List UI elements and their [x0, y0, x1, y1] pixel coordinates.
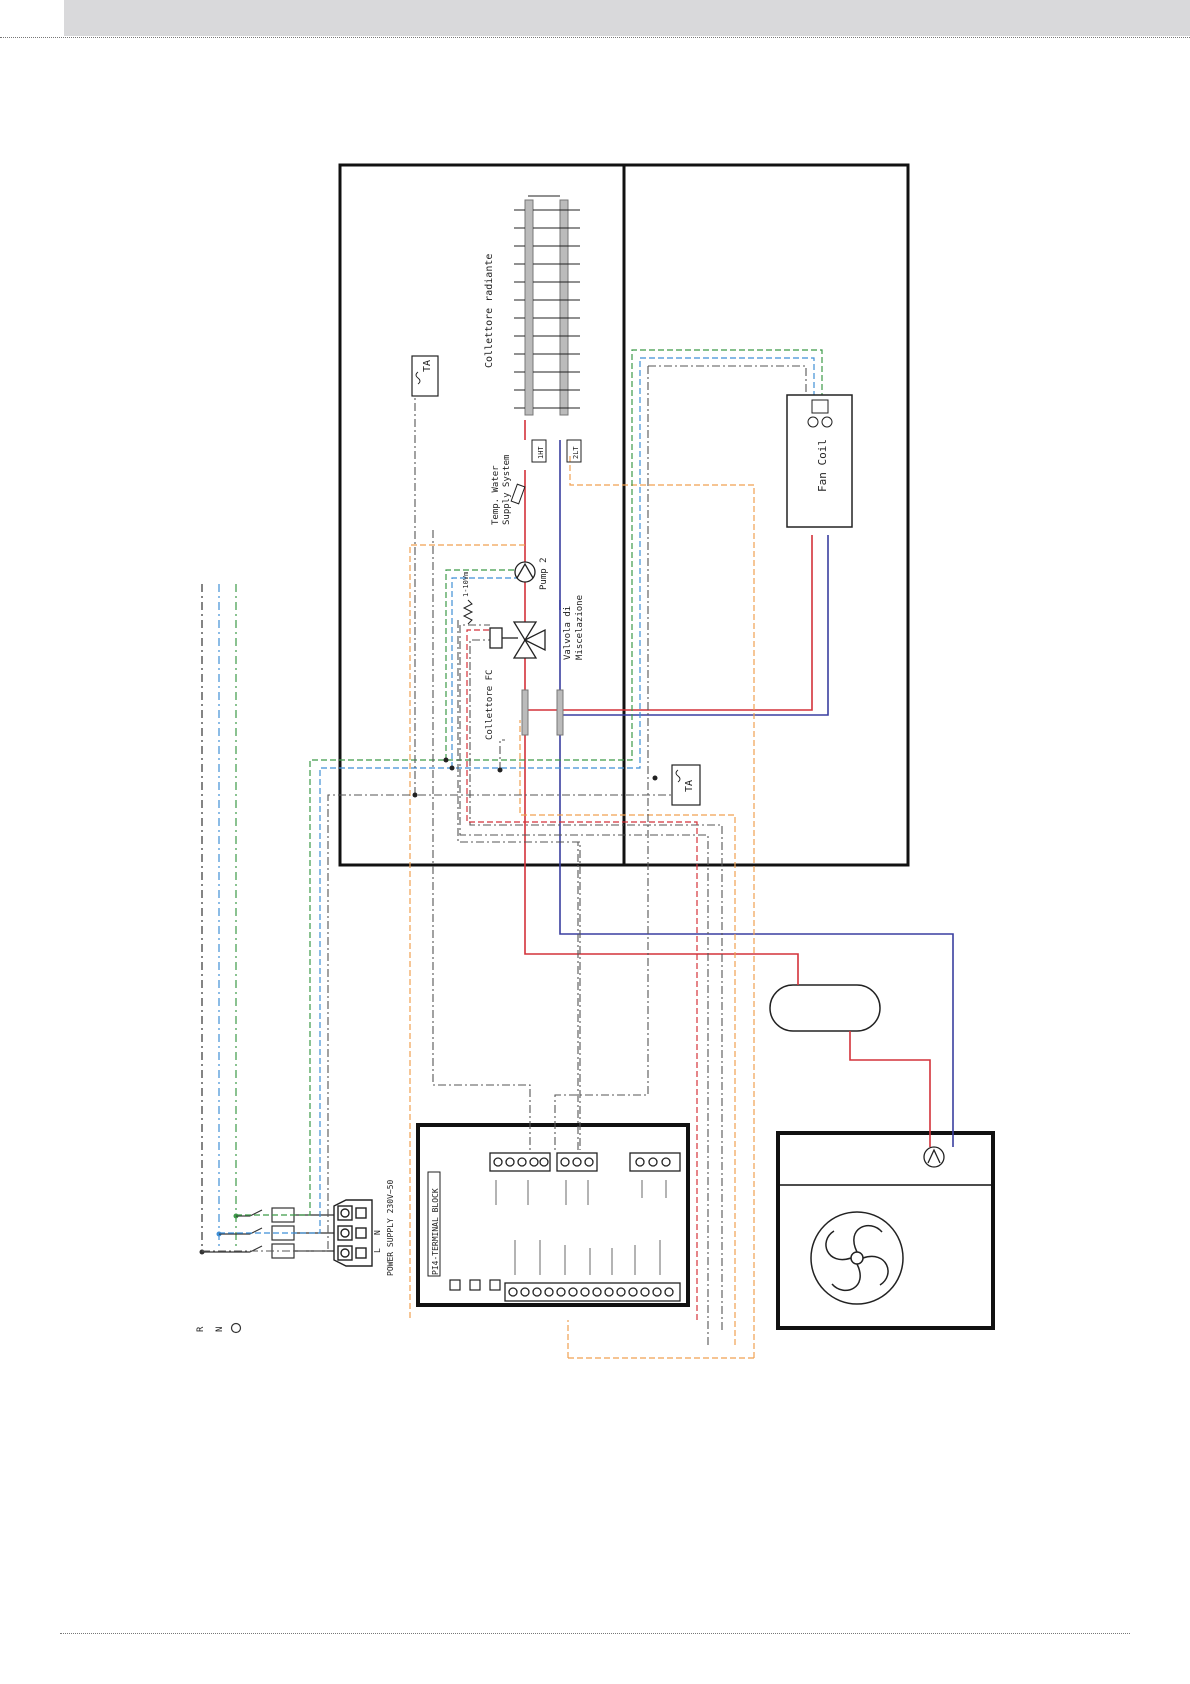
thermostat-top-label: TA: [422, 360, 433, 372]
collettore-fc-label: Collettore FC: [485, 670, 495, 740]
line-l-label: L: [373, 1248, 382, 1253]
pipe-return-blue: [560, 440, 953, 1147]
resistor-icon: [464, 600, 472, 624]
fan-coil-label: Fan Coil: [816, 439, 829, 492]
supply-lines: [200, 584, 239, 1255]
collettore-fc-return: [557, 690, 563, 735]
radiant-manifold: [514, 196, 580, 415]
thermostat-right-label: TA: [684, 780, 695, 792]
valvola-label-2: Miscelazione: [575, 595, 585, 660]
collettore-fc-supply: [522, 690, 528, 735]
phase-n-label: N: [215, 1327, 225, 1332]
terminal-block-label: PI4-TERMINAL BLOCK: [431, 1188, 440, 1275]
buffer-tank: [770, 985, 880, 1031]
power-supply-terminal: [334, 1200, 372, 1266]
heat-pump-unit: [778, 1133, 993, 1328]
mixing-valve-icon: [490, 622, 545, 658]
pump-icon: [515, 562, 535, 582]
temp-water-label-2: Supply System: [502, 455, 512, 525]
temp-water-label-1: Temp. Water: [491, 465, 501, 525]
valvola-label-1: Valvola di: [563, 606, 573, 660]
ground-symbol: [232, 1324, 241, 1333]
pipe-supply-red: [525, 420, 930, 1147]
sensor-1ht-label: 1HT: [537, 446, 545, 459]
pump-label: Pump 2: [539, 557, 549, 590]
wiring-junctions: [413, 568, 658, 798]
temp-water-sensor-icon: [511, 484, 525, 504]
sensor-2lt-label: 2LT: [572, 446, 580, 459]
line-n-label: N: [373, 1230, 382, 1235]
power-supply-label: POWER SUPPLY 230V~50: [386, 1179, 395, 1276]
phase-r-label: R: [196, 1326, 206, 1332]
resistor-label: 1-10Vm: [462, 572, 470, 597]
collettore-radiante-label: Collettore radiante: [484, 254, 495, 368]
terminal-block-box: [418, 1125, 688, 1305]
